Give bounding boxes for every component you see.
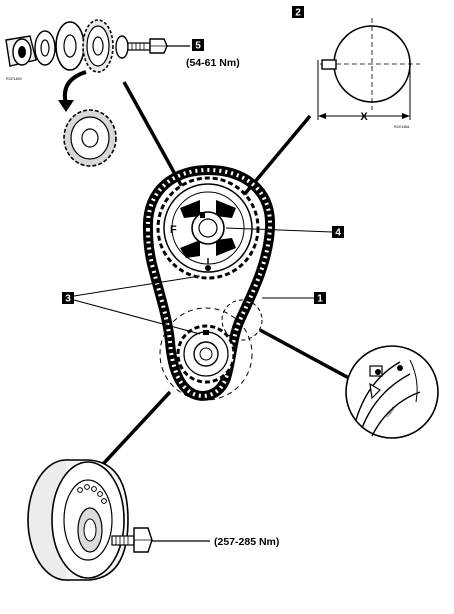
camshaft-bolt-torque: (54-61 Nm)	[186, 57, 240, 69]
leader-line-timing-detail	[259, 328, 361, 386]
callout-badge-4	[332, 226, 344, 238]
callout-number-1: 1	[317, 294, 323, 305]
helical-gear	[63, 109, 117, 167]
timing-scale-label: TIMING	[386, 406, 397, 419]
crankshaft-bolt-torque: (257-285 Nm)	[214, 536, 279, 548]
camshaft-sprocket: F	[156, 176, 260, 280]
crankshaft-bolt	[111, 527, 210, 553]
curved-arrow-icon	[63, 70, 87, 105]
arrow-head-icon	[58, 100, 74, 112]
callout-number-5: 5	[195, 41, 201, 52]
callout-badge-1	[314, 292, 326, 304]
figure-code-top-left: RCE1849	[6, 77, 22, 81]
callout-number-3: 3	[65, 294, 71, 305]
keyway-detail: 2 X RCE1861	[292, 6, 420, 129]
crankshaft-sprocket	[159, 307, 253, 401]
leader-line-damper	[90, 390, 172, 478]
figure-code-top-right: RCE1861	[394, 125, 410, 129]
sprocket-f-mark: F	[170, 224, 177, 236]
callout-badge-3	[62, 292, 74, 304]
dimension-x-label: X	[360, 111, 368, 123]
camshaft-gear-assembly: RCE1849	[5, 19, 190, 81]
callout-number-4: 4	[335, 228, 341, 239]
timing-mark-icon	[205, 265, 211, 271]
callout-badge-2	[292, 6, 304, 18]
callout-number-2: 2	[295, 8, 301, 19]
detail-circle-tensioner	[221, 299, 263, 341]
crankshaft-damper-pulley	[27, 459, 129, 581]
timing-pointer-detail: TIMING	[345, 345, 439, 439]
callout-badge-5	[192, 39, 204, 51]
